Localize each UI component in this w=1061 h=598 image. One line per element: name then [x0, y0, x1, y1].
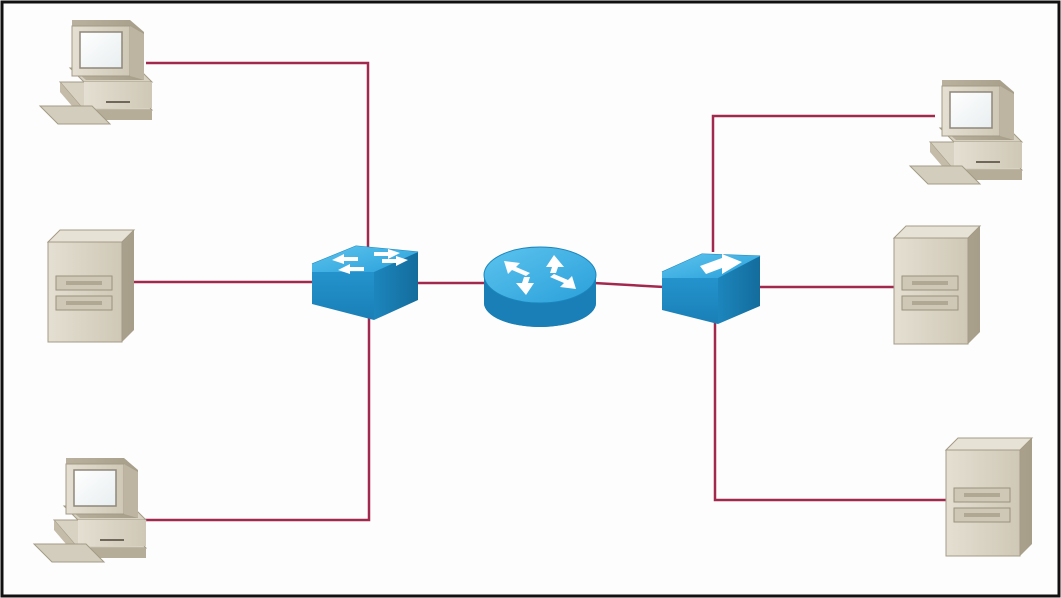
server-icon [46, 229, 136, 343]
link-router-bridge [593, 281, 665, 289]
switch-icon [311, 245, 419, 320]
server-icon [944, 437, 1034, 557]
computer-icon [32, 458, 148, 563]
link-pc-bottom-left-switch [142, 318, 371, 522]
computer-icon [38, 20, 154, 125]
computer-icon [908, 80, 1024, 185]
link-bridge-server-bottom-right [713, 318, 948, 502]
bridge-icon [661, 253, 761, 324]
router-icon [483, 246, 597, 327]
link-bridge-pc-top-right [711, 114, 935, 252]
server-icon [892, 225, 982, 345]
link-pc-top-left-switch [146, 61, 370, 250]
links [134, 61, 948, 522]
